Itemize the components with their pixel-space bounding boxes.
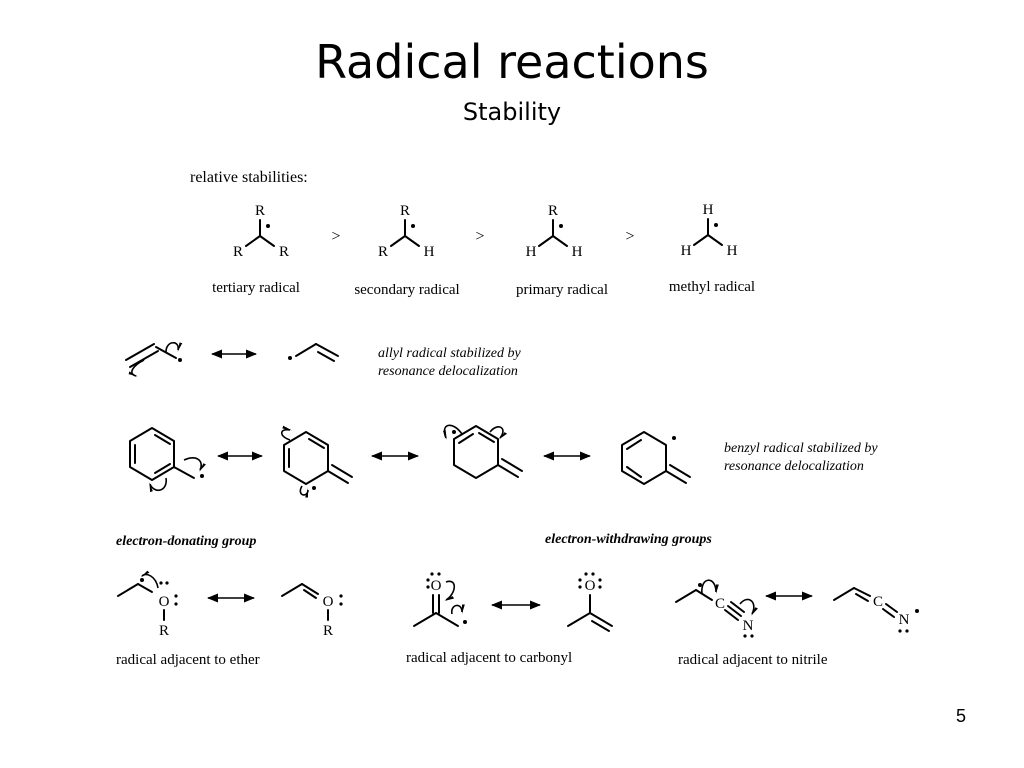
nitrile-structure-2: C N [833,587,919,633]
benzyl-structure-1 [129,427,207,493]
page-title: Radical reactions [315,35,709,89]
secondary-left-atom: R [378,244,388,260]
benzyl-structure-3 [442,424,523,479]
secondary-right-atom: H [424,244,435,260]
carbonyl-structure-2: O [567,572,613,632]
tertiary-radical-structure: R R R [233,203,289,260]
nitrile-structure-1: C N [675,579,759,638]
tertiary-right-atom: R [279,244,289,260]
benzyl-structure-4 [621,431,691,485]
benzyl-structure-2 [280,425,353,498]
tertiary-left-atom: R [233,244,243,260]
tertiary-top-atom: R [255,203,265,219]
ether-caption: radical adjacent to ether [116,652,260,668]
ether-structure-2: O R [281,583,343,639]
primary-right-atom: H [572,244,583,260]
primary-radical-structure: R H H [526,203,583,260]
nitrile-caption: radical adjacent to nitrile [678,652,828,668]
greater-than-3: > [625,228,634,245]
methyl-right-atom: H [727,243,738,259]
nitrile-nitrogen-1: N [743,618,754,634]
secondary-radical-label: secondary radical [354,282,459,298]
ether-oxygen-1: O [159,594,170,610]
secondary-top-atom: R [400,203,410,219]
tertiary-radical-label: tertiary radical [212,280,300,296]
carbonyl-oxygen-2: O [585,578,596,594]
methyl-radical-label: methyl radical [669,279,755,295]
donating-group-heading: electron-donating group [116,534,256,549]
secondary-radical-structure: R R H [378,203,435,260]
primary-top-atom: R [548,203,558,219]
primary-radical-label: primary radical [516,282,608,298]
allyl-structure-2 [288,343,339,362]
nitrile-carbon-2: C [873,594,883,610]
ether-structure-1: O R [117,570,178,639]
stabilities-heading: relative stabilities: [190,169,308,186]
methyl-top-atom: H [703,202,714,218]
greater-than-2: > [475,228,484,245]
methyl-left-atom: H [681,243,692,259]
withdrawing-groups-heading: electron-withdrawing groups [545,532,712,547]
carbonyl-oxygen-1: O [431,578,442,594]
ether-r-group-2: R [323,623,333,639]
carbonyl-structure-1: O [413,572,467,627]
nitrile-nitrogen-2: N [899,612,910,628]
carbonyl-caption: radical adjacent to carbonyl [406,650,572,666]
slide-number: 5 [955,706,966,726]
greater-than-1: > [331,228,340,245]
allyl-caption-line-1: allyl radical stabilized by [378,346,521,361]
ether-oxygen-2: O [323,594,334,610]
ether-r-group-1: R [159,623,169,639]
nitrile-carbon-1: C [715,596,725,612]
allyl-caption-line-2: resonance delocalization [378,364,518,379]
primary-left-atom: H [526,244,537,260]
allyl-structure-1 [125,341,183,377]
benzyl-caption-line-2: resonance delocalization [724,459,864,474]
page-subtitle: Stability [462,98,562,126]
benzyl-caption-line-1: benzyl radical stabilized by [724,441,878,456]
methyl-radical-structure: H H H [681,202,738,259]
